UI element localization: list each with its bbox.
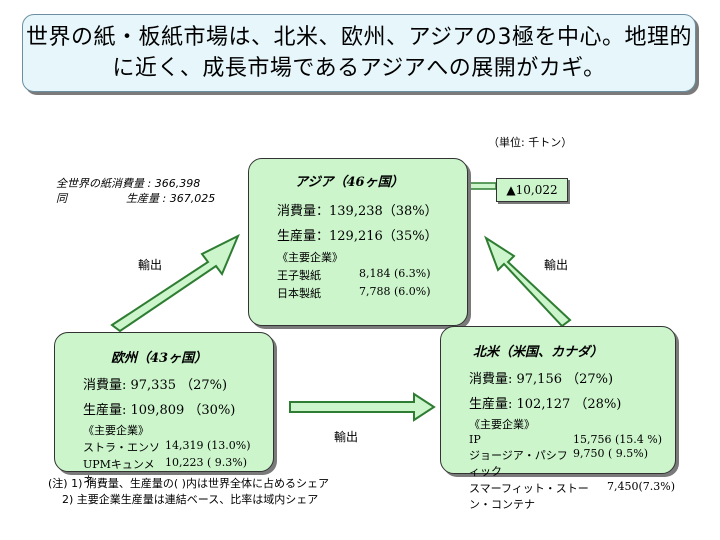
- world-consumption: 全世界の紙消費量 : 366,398: [56, 177, 201, 190]
- footnote-1: (注) 1) 消費量、生産量の( )内は世界全体に占めるシェア: [48, 477, 329, 490]
- unit-label: （単位: 千トン）: [488, 136, 573, 149]
- list-item: スマーフィット・ストーン・コンテナ 7,450(7.3%): [469, 480, 675, 512]
- list-item: IP 15,756 (15.4 %): [469, 433, 675, 446]
- export-arrow-na-to-asia: [484, 235, 572, 328]
- na-companies-label: 《主要企業》: [469, 418, 535, 431]
- export-label-left: 輸出: [138, 258, 163, 272]
- europe-companies-label: 《主要企業》: [83, 424, 149, 437]
- company-name: スマーフィット・ストーン・コンテナ: [469, 482, 589, 511]
- na-production: 生産量: 102,127 （28%): [469, 397, 622, 412]
- asia-deficit-badge: ▲10,022: [496, 178, 568, 202]
- list-item: ストラ・エンソ 14,319 (13.0%): [83, 439, 273, 455]
- asia-companies-label: 《主要企業》: [277, 251, 343, 264]
- company-name: ストラ・エンソ: [83, 441, 160, 454]
- title-line-1: 世界の紙・板紙市場は、北米、欧州、アジアの3極を中心。地理的: [25, 25, 693, 50]
- asia-production: 生産量：129,216（35%）: [277, 229, 438, 244]
- company-name: 王子製紙: [277, 269, 321, 282]
- export-arrow-europe-to-na: [289, 392, 436, 422]
- title-line-2: に近く、成長市場であるアジアへの展開がカギ。: [112, 56, 606, 81]
- world-production-prefix: 同: [56, 192, 67, 205]
- region-asia: アジア（46ヶ国） 消費量：139,238（38%） 生産量：129,216（3…: [248, 158, 468, 326]
- company-value: 7,450(7.3%): [606, 480, 675, 493]
- list-item: 王子製紙 8,184 (6.3%): [277, 267, 467, 283]
- export-arrow-europe-to-asia: [110, 233, 240, 333]
- company-value: 14,319 (13.0%): [165, 439, 251, 452]
- world-production: 生産量 : 367,025: [126, 192, 216, 205]
- company-name: UPMキュンメネ: [83, 458, 155, 487]
- list-item: 日本製紙 7,788 (6.0%): [277, 285, 467, 301]
- footnote-2: 2) 主要企業生産量は連結ベース、比率は域内シェア: [62, 493, 319, 506]
- export-label-right: 輸出: [544, 258, 569, 272]
- company-value: 10,223 ( 9.3%): [165, 456, 248, 469]
- world-totals: 全世界の紙消費量 : 366,398 同 生産量 : 367,025: [56, 176, 215, 206]
- footnotes: (注) 1) 消費量、生産量の( )内は世界全体に占めるシェア 2) 主要企業生…: [48, 476, 329, 508]
- europe-name: 欧州（43ヶ国）: [111, 351, 208, 366]
- export-label-bottom: 輸出: [334, 430, 359, 444]
- list-item: ジョージア・パシフィック 9,750 ( 9.5%): [469, 447, 675, 479]
- na-name: 北米（米国、カナダ）: [473, 345, 604, 360]
- list-item: UPMキュンメネ 10,223 ( 9.3%): [83, 456, 273, 488]
- company-value: 9,750 ( 9.5%): [573, 447, 649, 460]
- company-value: 8,184 (6.3%): [359, 267, 431, 280]
- company-value: 15,756 (15.4 %): [573, 433, 663, 446]
- europe-production: 生産量: 109,809 （30%): [83, 403, 236, 418]
- world-production-row: 同 生産量 : 367,025: [56, 191, 215, 206]
- asia-name: アジア（46ヶ国）: [295, 175, 404, 190]
- title-banner: 世界の紙・板紙市場は、北米、欧州、アジアの3極を中心。地理的 に近く、成長市場で…: [22, 14, 696, 92]
- europe-consumption: 消費量: 97,335 （27%): [83, 378, 228, 393]
- company-name: IP: [469, 433, 481, 446]
- company-value: 7,788 (6.0%): [359, 285, 431, 298]
- region-europe: 欧州（43ヶ国） 消費量: 97,335 （27%) 生産量: 109,809 …: [54, 332, 274, 487]
- company-name: 日本製紙: [277, 287, 321, 300]
- na-consumption: 消費量: 97,156 （27%): [469, 372, 614, 387]
- region-north-america: 北米（米国、カナダ） 消費量: 97,156 （27%) 生産量: 102,12…: [440, 326, 676, 511]
- company-name: ジョージア・パシフィック: [469, 449, 568, 478]
- asia-consumption: 消費量：139,238（38%）: [277, 204, 438, 219]
- title-text: 世界の紙・板紙市場は、北米、欧州、アジアの3極を中心。地理的 に近く、成長市場で…: [26, 22, 692, 84]
